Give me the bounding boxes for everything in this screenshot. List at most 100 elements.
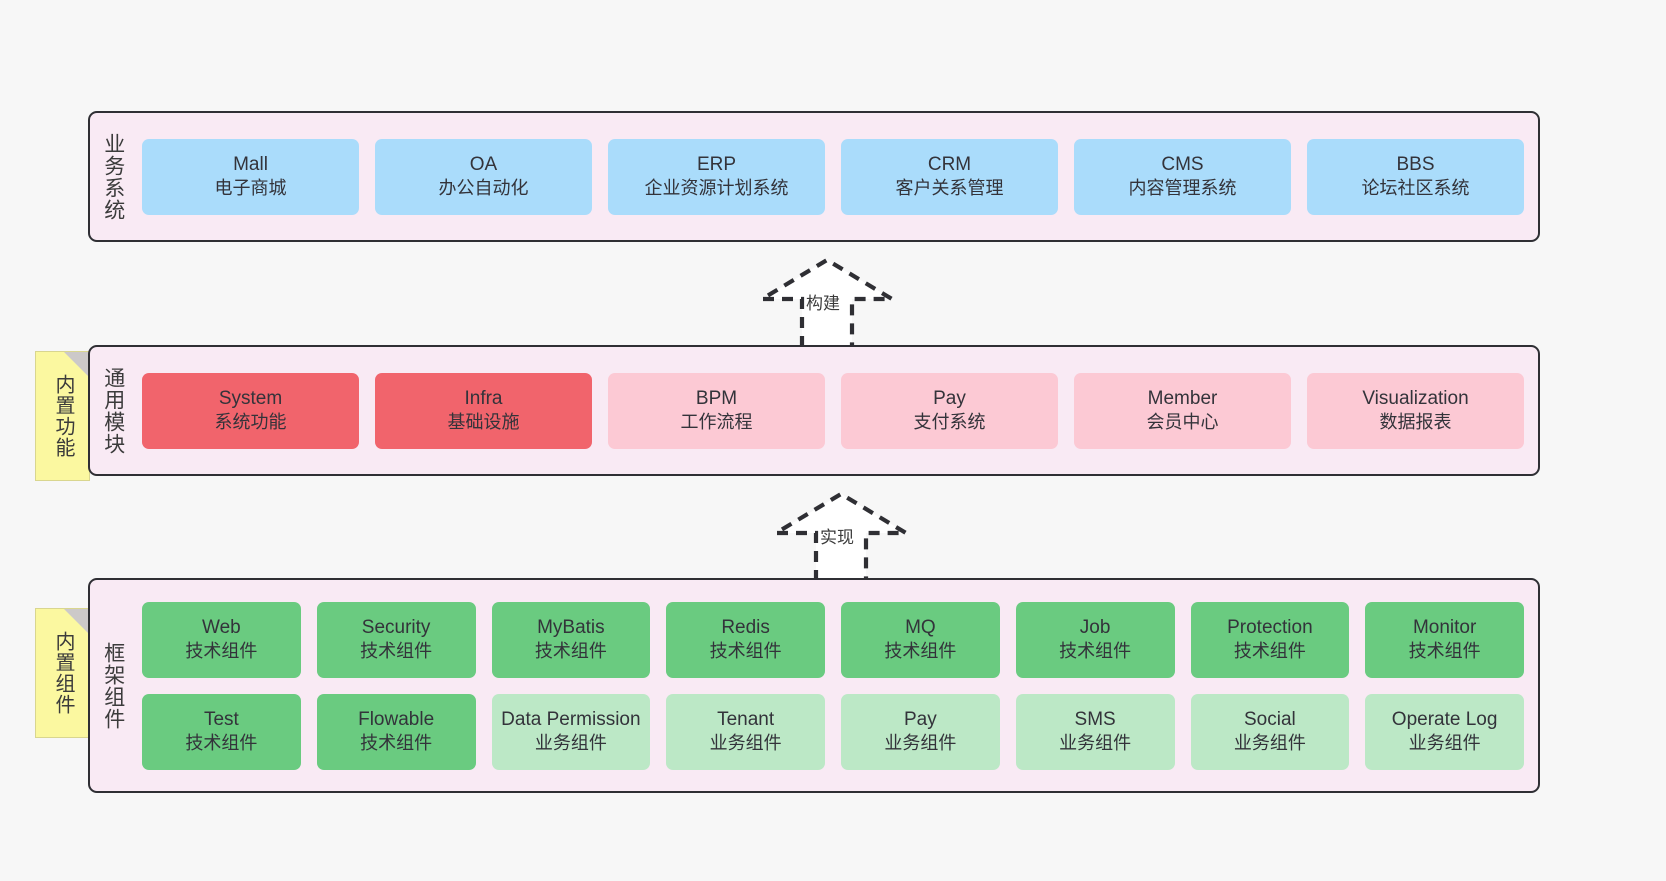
- card-desc: 工作流程: [680, 412, 753, 433]
- card-name: Tenant: [717, 708, 775, 730]
- card-name: MyBatis: [537, 616, 605, 638]
- component-card-flowable[interactable]: Flowable 技术组件: [316, 693, 476, 770]
- card-name: MQ: [905, 616, 936, 638]
- note-builtin-component-label: 内置组件: [52, 631, 74, 715]
- card-name: Member: [1147, 387, 1218, 409]
- card-name: Test: [203, 708, 239, 730]
- component-card-data-permission[interactable]: Data Permission 业务组件: [491, 693, 651, 770]
- card-name: Redis: [721, 616, 770, 638]
- business-card-oa[interactable]: OA 办公自动化: [375, 138, 592, 215]
- card-desc: 技术组件: [185, 641, 258, 662]
- module-card-infra[interactable]: Infra 基础设施: [375, 372, 592, 449]
- card-desc: 客户关系管理: [895, 178, 1004, 199]
- card-name: Data Permission: [501, 708, 641, 730]
- card-name: Infra: [464, 387, 503, 409]
- connector-implement-label: 实现: [820, 528, 854, 547]
- connector-implement: 实现: [768, 489, 914, 581]
- card-name: ERP: [696, 153, 737, 175]
- note-builtin-function: 内置功能: [35, 351, 90, 481]
- card-name: Flowable: [358, 708, 435, 730]
- module-card-bpm[interactable]: BPM 工作流程: [608, 372, 825, 449]
- card-desc: 会员中心: [1146, 412, 1219, 433]
- card-desc: 业务组件: [1233, 733, 1306, 754]
- card-name: BPM: [695, 387, 738, 409]
- connector-build-arrow: [754, 257, 900, 347]
- card-desc: 技术组件: [1059, 641, 1132, 662]
- card-name: CMS: [1161, 153, 1204, 175]
- component-card-web[interactable]: Web 技术组件: [142, 601, 301, 678]
- card-name: BBS: [1396, 153, 1435, 175]
- component-card-test[interactable]: Test 技术组件: [142, 693, 301, 770]
- note-builtin-function-label: 内置功能: [52, 374, 74, 458]
- note-builtin-component: 内置组件: [35, 608, 90, 738]
- card-desc: 业务组件: [534, 733, 607, 754]
- component-card-pay[interactable]: Pay 业务组件: [841, 693, 1000, 770]
- card-name: Mall: [233, 153, 268, 175]
- card-desc: 技术组件: [1408, 641, 1481, 662]
- component-card-job[interactable]: Job 技术组件: [1015, 601, 1175, 678]
- card-desc: 技术组件: [360, 733, 433, 754]
- card-desc: 系统功能: [214, 412, 287, 433]
- card-desc: 业务组件: [709, 733, 782, 754]
- connector-build-label: 构建: [806, 294, 840, 313]
- card-desc: 技术组件: [185, 733, 258, 754]
- card-name: Operate Log: [1391, 708, 1498, 730]
- component-card-monitor[interactable]: Monitor 技术组件: [1365, 601, 1524, 678]
- connector-build: 构建: [754, 255, 900, 347]
- connector-implement-arrow: [768, 491, 914, 581]
- card-desc: 电子商城: [214, 178, 287, 199]
- card-name: Pay: [904, 708, 937, 730]
- card-desc: 企业资源计划系统: [644, 178, 789, 199]
- card-desc: 技术组件: [360, 641, 433, 662]
- card-name: CRM: [927, 153, 972, 175]
- card-desc: 技术组件: [534, 641, 607, 662]
- business-card-crm[interactable]: CRM 客户关系管理: [841, 138, 1058, 215]
- card-name: Web: [202, 616, 241, 638]
- component-card-redis[interactable]: Redis 技术组件: [666, 601, 825, 678]
- business-card-bbs[interactable]: BBS 论坛社区系统: [1307, 138, 1524, 215]
- card-name: Monitor: [1412, 616, 1477, 638]
- layer-common-modules-title: 通用模块: [101, 366, 125, 455]
- note-fold-icon: [64, 609, 89, 634]
- module-card-member[interactable]: Member 会员中心: [1074, 372, 1291, 449]
- card-desc: 技术组件: [709, 641, 782, 662]
- card-name: SMS: [1074, 708, 1116, 730]
- card-desc: 业务组件: [1408, 733, 1481, 754]
- card-desc: 办公自动化: [438, 178, 529, 199]
- card-name: Protection: [1227, 616, 1313, 638]
- card-name: Job: [1079, 616, 1111, 638]
- card-desc: 业务组件: [884, 733, 957, 754]
- card-desc: 基础设施: [447, 412, 520, 433]
- card-name: System: [218, 387, 283, 409]
- component-card-operate-log[interactable]: Operate Log 业务组件: [1365, 693, 1524, 770]
- business-card-mall[interactable]: Mall 电子商城: [142, 138, 359, 215]
- note-fold-icon: [64, 352, 89, 377]
- card-desc: 论坛社区系统: [1361, 178, 1470, 199]
- business-card-erp[interactable]: ERP 企业资源计划系统: [608, 138, 825, 215]
- component-card-tenant[interactable]: Tenant 业务组件: [666, 693, 825, 770]
- card-name: Security: [361, 616, 431, 638]
- card-desc: 数据报表: [1379, 412, 1452, 433]
- component-card-mybatis[interactable]: MyBatis 技术组件: [491, 601, 651, 678]
- module-card-system[interactable]: System 系统功能: [142, 372, 359, 449]
- component-card-security[interactable]: Security 技术组件: [316, 601, 476, 678]
- card-name: OA: [469, 153, 498, 175]
- card-desc: 支付系统: [913, 412, 986, 433]
